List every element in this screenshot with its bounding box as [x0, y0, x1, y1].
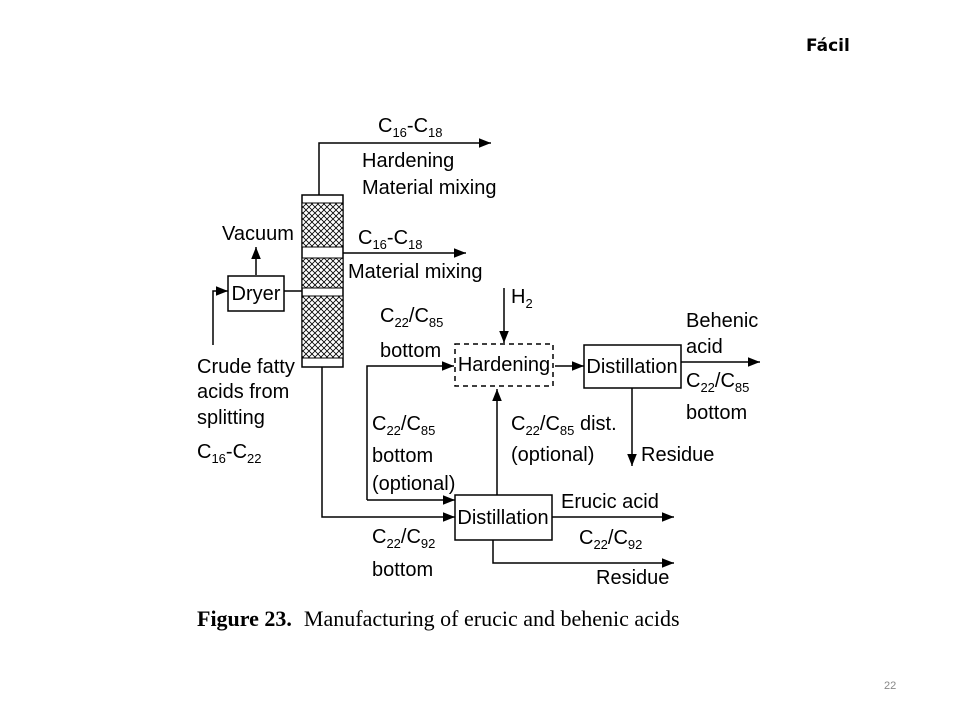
figure-caption-label: Figure 23.	[197, 606, 292, 631]
svg-text:C16-C22: C16-C22	[197, 441, 262, 466]
svg-text:Distillation: Distillation	[457, 507, 548, 529]
figure-caption-text: Manufacturing of erucic and behenic acid…	[303, 606, 680, 631]
svg-text:Behenic: Behenic	[686, 310, 758, 332]
behenic-acid-label: Behenic acid	[686, 310, 758, 358]
feed-label: Crude fatty acids from splitting C16-C22	[197, 356, 295, 466]
svg-text:splitting: splitting	[197, 407, 265, 429]
process-flow-diagram: Dryer Hardening Distillation Distillatio…	[197, 115, 760, 589]
c22-c92-right-label: C22/C92	[579, 527, 642, 552]
svg-text:Dryer: Dryer	[232, 283, 281, 305]
erucic-acid-label: Erucic acid	[561, 491, 659, 513]
svg-text:(optional): (optional)	[511, 444, 594, 466]
vacuum-label: Vacuum	[222, 223, 294, 245]
svg-text:C22/C85: C22/C85	[380, 305, 443, 330]
svg-text:Hardening: Hardening	[458, 354, 550, 376]
svg-text:Distillation: Distillation	[586, 356, 677, 378]
svg-text:bottom: bottom	[686, 402, 747, 424]
svg-text:C22/C85: C22/C85	[372, 413, 435, 438]
second-use-label: Material mixing	[348, 261, 482, 283]
svg-text:C22/C92: C22/C92	[372, 526, 435, 551]
second-cut-label: C16-C18	[358, 227, 423, 252]
distillation-box-bottom: Distillation	[454, 494, 553, 541]
residue-bottom-label: Residue	[596, 567, 669, 589]
svg-text:Crude fatty: Crude fatty	[197, 356, 295, 378]
c22-c85-bottom-optional-label: C22/C85 bottom (optional)	[372, 413, 455, 495]
top-cut-label: C16-C18	[378, 115, 443, 140]
dryer-box: Dryer	[227, 275, 285, 312]
distillation-box-top: Distillation	[583, 344, 682, 389]
flow-lines	[212, 138, 760, 568]
c22-c85-bottom-label: C22/C85 bottom	[380, 305, 443, 362]
svg-text:C22/C85: C22/C85	[686, 370, 749, 395]
svg-text:C22/C85 dist.: C22/C85 dist.	[511, 413, 617, 438]
svg-text:acid: acid	[686, 336, 723, 358]
hardening-box: Hardening	[454, 343, 554, 387]
behenic-bottom-label: C22/C85 bottom	[686, 370, 749, 424]
top-use-material-mixing: Material mixing	[362, 177, 496, 199]
c22-c85-dist-label: C22/C85 dist. (optional)	[511, 413, 617, 466]
svg-text:bottom: bottom	[372, 445, 433, 467]
figure-caption: Figure 23. Manufacturing of erucic and be…	[197, 606, 680, 632]
svg-text:bottom: bottom	[372, 559, 433, 581]
page-number: 22	[884, 680, 897, 692]
slide-corner-label: Fácil	[806, 36, 850, 56]
c22-c92-bottom-label: C22/C92 bottom	[372, 526, 435, 581]
top-use-hardening: Hardening	[362, 150, 454, 172]
residue-top-label: Residue	[641, 444, 714, 466]
h2-label: H2	[511, 286, 533, 311]
svg-text:bottom: bottom	[380, 340, 441, 362]
svg-text:acids from: acids from	[197, 381, 289, 403]
svg-text:(optional): (optional)	[372, 473, 455, 495]
fractionation-column	[301, 194, 344, 368]
